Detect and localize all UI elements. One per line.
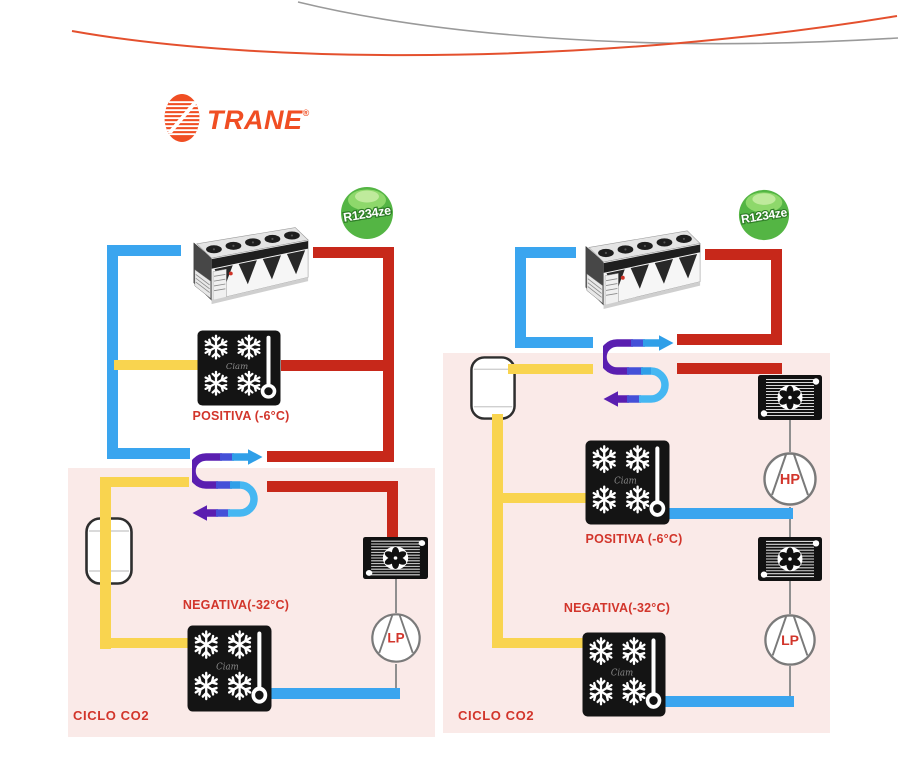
chiller-icon (193, 227, 309, 305)
hp-compressor-icon: HP (763, 452, 817, 506)
hot-pipe-segment (383, 247, 394, 462)
brand-text: TRANE® (207, 105, 310, 135)
hot-pipe-segment (267, 451, 394, 462)
refrigerant-badge: R1234ze (739, 189, 790, 241)
positiva-evaporator-icon: Ciam (585, 440, 670, 525)
cold-pipe-segment (660, 508, 793, 519)
evaporator-brand-script: Ciam (226, 361, 248, 371)
air-cooler-fan-icon (758, 375, 822, 420)
evaporator-brand-script: Ciam (216, 662, 239, 672)
hot-pipe-segment (267, 481, 398, 492)
connector-line (789, 507, 791, 538)
negativa-label: NEGATIVA(-32°C) (563, 601, 671, 615)
cycle-label: CICLO CO2 (73, 708, 150, 723)
negativa-evaporator-icon: Ciam (582, 632, 666, 717)
heat-exchanger-arrows-icon (192, 444, 270, 524)
refrigerant-badge: R1234ze (341, 187, 393, 239)
decorative-curves (71, 1, 899, 57)
negativa-label: NEGATIVA(-32°C) (182, 598, 290, 612)
hot-pipe-segment (771, 249, 782, 345)
hot-pipe-segment (281, 360, 387, 371)
co2-pipe-segment (100, 638, 188, 648)
cold-pipe-segment (660, 696, 794, 707)
connector-line (789, 666, 791, 697)
evaporator-brand-script: Ciam (611, 668, 633, 678)
co2-pipe-segment (114, 360, 198, 370)
evaporator-brand-script: Ciam (614, 476, 637, 486)
trane-swirl-icon (164, 94, 200, 142)
co2-pipe-segment (492, 414, 503, 648)
connector-line (395, 579, 397, 613)
hot-pipe-segment (705, 249, 782, 260)
hot-pipe-segment (677, 363, 782, 374)
cold-pipe-segment (107, 245, 181, 256)
connector-line (789, 420, 791, 452)
cold-pipe-segment (515, 247, 526, 348)
co2-pipe-segment (492, 493, 586, 503)
co2-pipe-segment (100, 477, 111, 649)
hot-pipe-segment (387, 481, 398, 539)
connector-line (789, 581, 791, 614)
negativa-evaporator-icon: Ciam (187, 625, 272, 712)
hot-pipe-segment (677, 334, 782, 345)
co2-pipe-segment (492, 638, 583, 648)
positiva-label: POSITIVA (-6°C) (585, 532, 683, 546)
chiller-icon (585, 230, 701, 310)
co2-pipe-segment (508, 364, 593, 374)
positiva-evaporator-icon: Ciam (197, 330, 281, 406)
hot-pipe-segment (313, 247, 394, 258)
cycle-label: CICLO CO2 (458, 708, 535, 723)
cold-pipe-segment (515, 247, 576, 258)
cold-pipe-segment (107, 448, 190, 459)
connector-line (395, 664, 397, 690)
lp-compressor-label: LP (781, 632, 799, 648)
trane-logo: TRANE® (164, 94, 310, 142)
heat-exchanger-arrows-icon (603, 330, 681, 410)
lp-compressor-icon: LP (371, 613, 421, 663)
cold-pipe-segment (515, 337, 593, 348)
air-cooler-fan-icon (758, 537, 822, 581)
gray-curve (297, 1, 899, 45)
air-cooler-fan-icon (363, 537, 428, 579)
positiva-label: POSITIVA (-6°C) (192, 409, 290, 423)
cold-pipe-segment (267, 688, 400, 699)
lp-compressor-label: LP (387, 631, 404, 646)
lp-compressor-icon: LP (764, 614, 816, 666)
orange-curve (71, 15, 898, 57)
co2-pipe-segment (103, 477, 189, 487)
cold-pipe-segment (107, 245, 118, 459)
hp-compressor-label: HP (780, 472, 800, 488)
